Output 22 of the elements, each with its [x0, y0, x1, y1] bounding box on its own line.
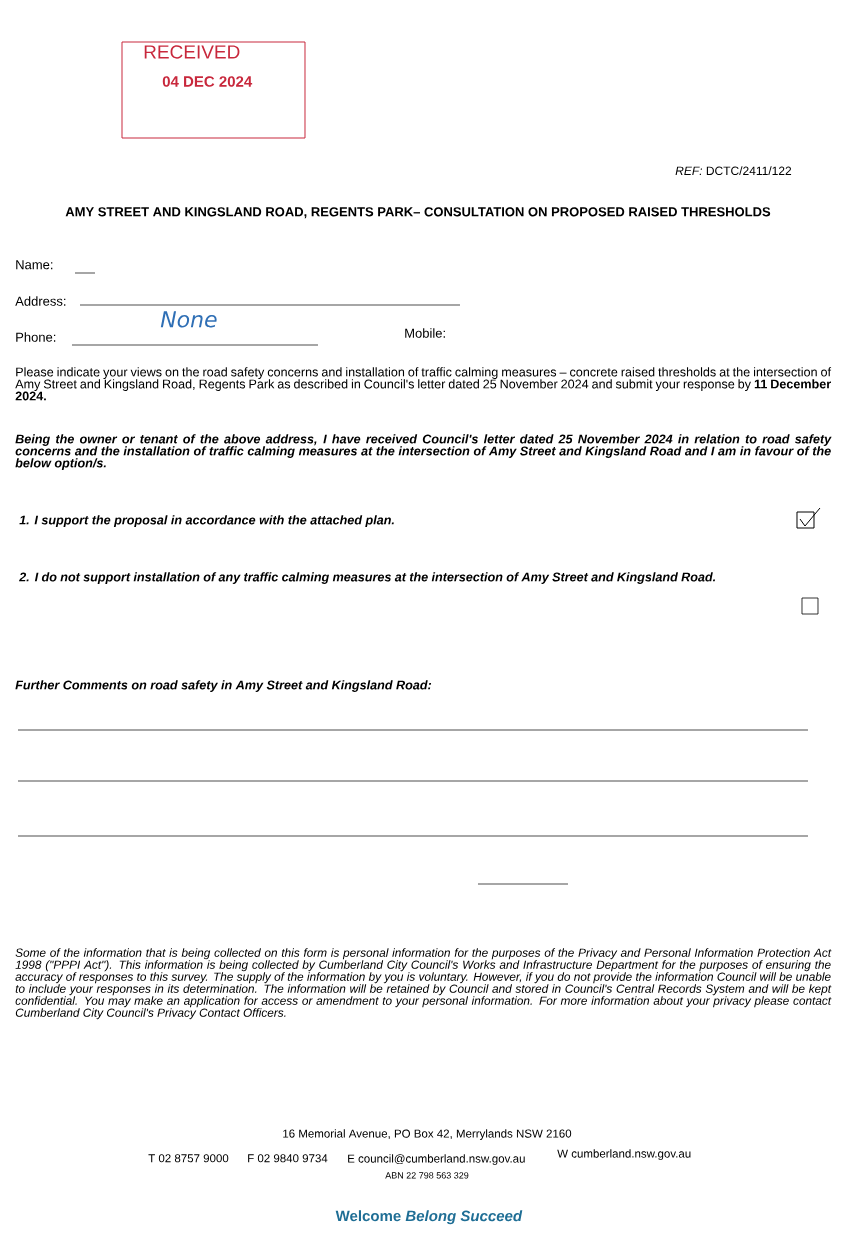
option-text: 2. I do not support installation of any traffic calming measures at the intersection of Amy Street and Kingsland Road. — [19, 572, 716, 584]
option-text: 1. I support the proposal in accordance with the attached plan. — [19, 515, 394, 527]
abn-number: ABN 22 798 563 329 — [385, 1172, 469, 1179]
fax-number: F 02 9840 9734 — [248, 1154, 328, 1163]
stamp-date: 04 DEC 2024 — [162, 76, 253, 87]
slogan-text: Welcome Belong Succeed — [335, 1210, 523, 1225]
email-address: E council@cumberland.nsw.gov.au — [348, 1154, 525, 1165]
website-address: W cumberland.nsw.gov.au — [557, 1149, 691, 1160]
reference-number: REF: DCTC/2411/122 — [675, 166, 792, 175]
field-label: Mobile: — [405, 328, 445, 338]
stamp-text: RECEIVED — [144, 45, 240, 59]
address-text: 16 Memorial Avenue, PO Box 42, Merrylands NSW 2160 — [283, 1129, 572, 1140]
field-label: Phone: — [16, 332, 56, 342]
phone-number: T 02 8757 9000 — [148, 1154, 229, 1163]
field-label: Name: — [16, 260, 53, 270]
field-label: Address: — [15, 296, 66, 306]
comments-heading: Further Comments on road safety in Amy Street and Kingsland Road: — [15, 680, 432, 692]
document-title: AMY STREET AND KINGSLAND ROAD, REGENTS PARK– CONSULTATION ON PROPOSED RAISED THRESHOLDS — [65, 207, 771, 219]
handwritten-entry: None — [160, 311, 217, 328]
instruction-paragraph: Please indicate your views on the road safety concerns and installation of traffic calming measures – concrete raised thresholds at the intersection of Amy Street and Kingsland Road, Regents Park as described in Council's letter dated 25 November 2024 and submit your response by 11 December 2024. — [15, 367, 832, 401]
privacy-paragraph: Some of the information that is being collected on this form is personal information for the purposes of the Privacy and Personal Information Protection Act 1998 ("PPPI Act"). This information is being collected by Cumberland City Council's Works and Infrastructure Department for the purposes of ensuring the accuracy of responses to this survey. The supply of the information by you is voluntary. However, if you do not provide the information Council will be unable to include your responses in its determination. The information will be retained by Council and stored in Council's Central Records System and will be kept confidential. You may make an application for access or amendment to your personal information. For more information about your privacy please contact Cumberland City Council's Privacy Contact Officers. — [15, 948, 832, 1020]
declaration-paragraph: Being the owner or tenant of the above address, I have received Council's letter dated 25 November 2024 in relation to road safety concerns and the installation of traffic calming measures at the intersection of Amy Street and Kingsland Road and I am in favour of the below option/s. — [15, 434, 832, 470]
